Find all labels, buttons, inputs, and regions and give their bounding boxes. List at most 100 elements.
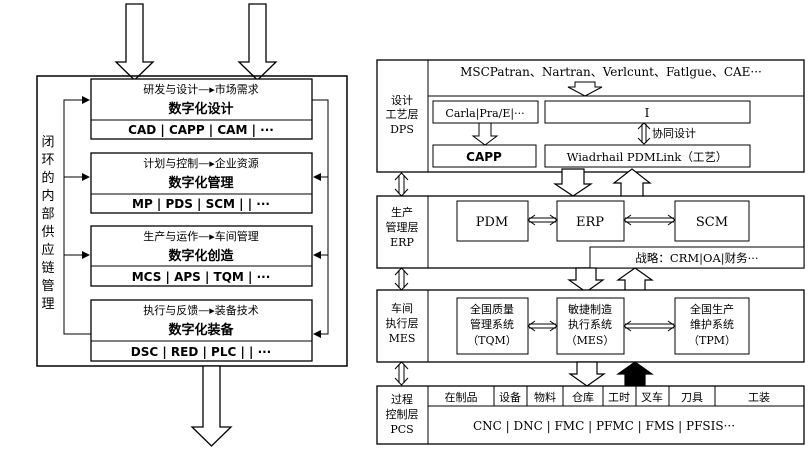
block-digital-management: 计划与控制—▸企业资源 数字化管理 MP | PDS | SCM | | ···	[90, 152, 313, 214]
layer-label: 控制层	[386, 407, 419, 421]
block-digital-equipment: 执行与反馈—▸装备技术 数字化装备 DSC | RED | PLC | | ··…	[90, 299, 313, 362]
mes-erp-up-arrow	[616, 267, 654, 293]
block-items: DSC | RED | PLC | | ···	[131, 345, 272, 359]
layer-label: 设计	[391, 94, 413, 107]
mes-pcs-down-arrow	[568, 361, 606, 387]
layer-label: 过程	[391, 393, 413, 406]
layer-label: 车间	[391, 301, 413, 315]
block-digital-creation: 生产与运作—▸车间管理 数字化创造 MCS | APS | TQM | ···	[90, 225, 313, 287]
scm-box	[674, 200, 750, 242]
layer-label: ERP	[390, 236, 414, 249]
input-arrow-left	[114, 3, 155, 81]
mes-text: 敏捷制造	[568, 302, 612, 316]
closed-loop-label: 闭 环 的 内 部 供 应 链 管 理	[41, 135, 54, 312]
tqm-text: 全国质量	[470, 302, 514, 316]
block-title: 数字化装备	[168, 322, 234, 338]
block-title: 数字化管理	[168, 175, 233, 191]
block-subtitle: 计划与控制—▸企业资源	[143, 156, 259, 170]
strategy-text: 战略：CRM|OA|财务···	[635, 251, 758, 266]
pcs-cell: 叉车	[641, 390, 663, 404]
mes-box	[556, 297, 625, 355]
side-char: 链	[41, 261, 54, 276]
pdm-text: PDM	[476, 215, 508, 230]
pcs-cell: 刀具	[681, 391, 703, 404]
mes-text: （MES）	[566, 334, 615, 347]
side-char: 理	[41, 297, 54, 312]
carla-text: Carla|Pra/E|···	[445, 107, 524, 121]
erp-box	[556, 200, 625, 242]
pcs-mes-up-arrow-filled	[616, 361, 654, 387]
pdmlink-text: Wiadrhail PDMLink（工艺）	[567, 150, 728, 164]
block-title: 数字化设计	[168, 101, 233, 117]
pcs-cell: 物料	[534, 390, 556, 404]
side-char: 管	[41, 279, 54, 294]
block-items: MP | PDS | SCM | | ···	[132, 197, 270, 211]
mes-text: 执行系统	[568, 317, 612, 331]
pdmlink-box	[544, 144, 751, 168]
side-char: 应	[41, 242, 54, 258]
tpm-text: 维护系统	[690, 317, 734, 331]
layer-label: 执行层	[386, 316, 419, 330]
block-subtitle: 研发与设计—▸市场需求	[143, 82, 259, 96]
layer-pcs: 过程 控制层 PCS 在制品 设备 物料 仓库 工时 叉车 刀具 工装 CNC …	[376, 385, 805, 445]
dps-erp-down-arrow	[553, 168, 593, 197]
layer-label: DPS	[390, 123, 414, 136]
erp-mes-down-arrow	[567, 267, 605, 293]
input-arrow-right	[237, 3, 278, 81]
side-char: 供	[41, 225, 54, 240]
layer-label: 生产	[391, 205, 413, 219]
loop-line-right	[312, 99, 329, 338]
scm-text: SCM	[696, 215, 728, 230]
block-items: CAD | CAPP | CAM | ···	[128, 123, 274, 137]
side-char: 闭	[41, 135, 54, 150]
side-char: 环	[41, 153, 54, 168]
pdm-box	[456, 200, 529, 242]
output-arrow	[190, 365, 233, 447]
left-panel: 闭 环 的 内 部 供 应 链 管 理 研发与设计—▸市场需求 数字化设计 CA…	[36, 3, 348, 447]
block-items: MCS | APS | TQM | ···	[132, 270, 271, 284]
left-outer-frame	[36, 75, 348, 367]
layer-mes: 车间 执行层 MES 全国质量 管理系统 （TQM） 敏捷制造 执行系统 （ME…	[376, 289, 805, 363]
collab-text: 协同设计	[652, 126, 696, 140]
erp-text: ERP	[576, 215, 604, 230]
erp-dps-up-arrow	[612, 168, 652, 199]
layer-dps: 设计 工艺层 DPS MSCPatran、Nartran、Verlcunt、Fa…	[376, 59, 805, 173]
tpm-text: 全国生产	[690, 302, 734, 316]
layer-label: 工艺层	[386, 108, 419, 121]
cae-tools-text: MSCPatran、Nartran、Verlcunt、Fatlgue、CAE··…	[460, 65, 762, 79]
tpm-box	[674, 297, 750, 355]
tqm-text: （TQM）	[467, 334, 517, 347]
erp-mes-link	[394, 267, 409, 291]
side-char: 内	[41, 188, 54, 204]
dps-erp-link	[394, 172, 409, 197]
strategy-box	[589, 246, 805, 269]
pcs-cell: 仓库	[572, 390, 594, 404]
mes-pcs-link	[394, 361, 409, 386]
pcs-bottom-text: CNC | DNC | FMC | PFMC | FMS | PFSIS···	[473, 419, 735, 433]
loop-line-left	[63, 96, 91, 335]
tqm-text: 管理系统	[470, 317, 514, 331]
dps-down-arrow	[567, 81, 603, 97]
i-text: I	[645, 106, 650, 120]
side-char: 的	[41, 170, 54, 186]
tqm-box	[456, 297, 529, 355]
block-title: 数字化创造	[168, 248, 234, 264]
pcs-cell: 工装	[748, 391, 770, 404]
pcs-cell: 在制品	[445, 391, 478, 404]
pcs-cell: 设备	[499, 390, 521, 404]
layer-label: PCS	[390, 423, 413, 436]
tpm-text: （TPM）	[688, 334, 736, 347]
capp-box	[432, 144, 537, 168]
pcs-cell: 工时	[608, 391, 630, 404]
right-panel: 设计 工艺层 DPS MSCPatran、Nartran、Verlcunt、Fa…	[376, 59, 805, 445]
dps-inner-frame	[427, 95, 805, 173]
side-char: 部	[41, 207, 54, 222]
block-subtitle: 生产与运作—▸车间管理	[143, 229, 259, 243]
block-digital-design: 研发与设计—▸市场需求 数字化设计 CAD | CAPP | CAM | ···	[90, 78, 313, 140]
block-subtitle: 执行与反馈—▸装备技术	[143, 303, 259, 317]
i-box	[544, 100, 751, 124]
layer-label: 管理层	[386, 220, 419, 234]
layer-label: MES	[389, 332, 416, 345]
layer-erp: 生产 管理层 ERP PDM ERP SCM 战略：CRM|OA|财务···	[376, 195, 805, 269]
